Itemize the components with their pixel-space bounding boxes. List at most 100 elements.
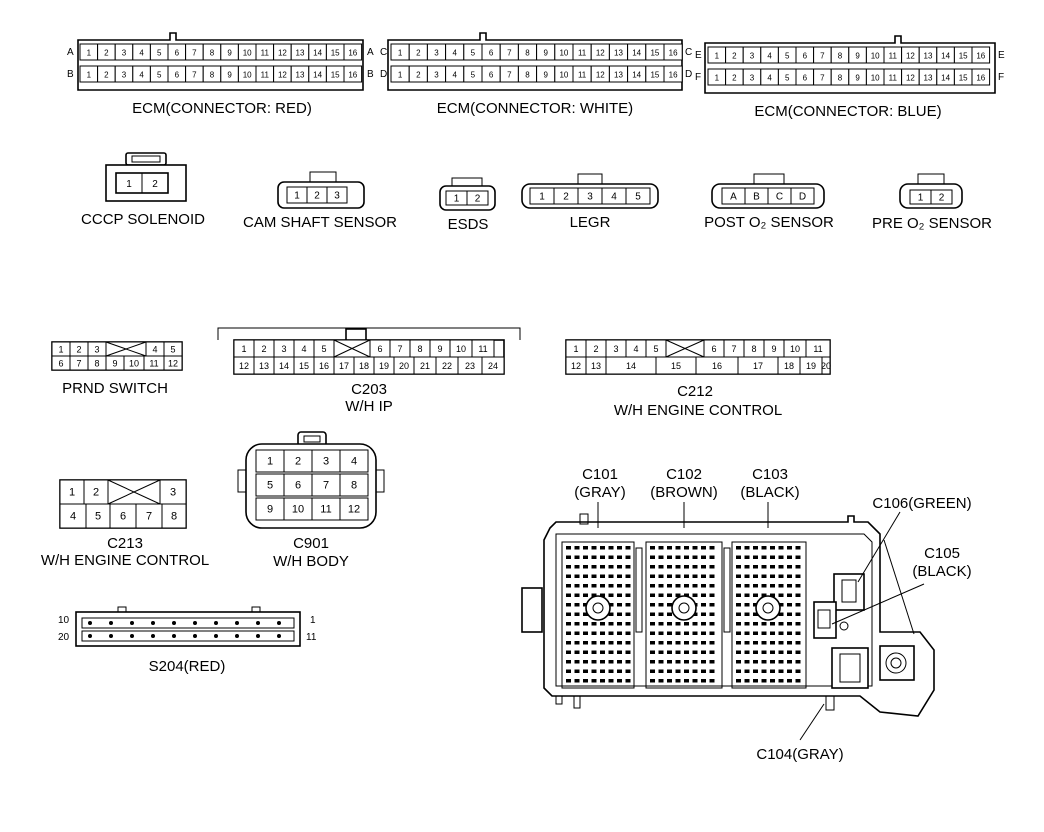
fuse-terminal xyxy=(753,546,758,550)
c203-top-pin: 11 xyxy=(478,344,487,354)
fuse-terminal xyxy=(709,565,715,569)
fuse-terminal xyxy=(795,574,801,578)
c213-bottom-cell xyxy=(85,503,111,529)
c212-bottom-pin: 13 xyxy=(591,361,601,371)
fuse-terminal xyxy=(625,574,631,578)
c901-row1-pin: 7 xyxy=(323,480,329,492)
fuse-terminal xyxy=(744,631,750,635)
ecm_white-row1-pin: 10 xyxy=(559,71,568,80)
fuse-terminal xyxy=(753,650,758,654)
fuse-terminal xyxy=(591,679,597,683)
fuse-terminal xyxy=(658,612,664,616)
fuse-terminal xyxy=(795,546,801,550)
ecm_white-row0-pin: 13 xyxy=(614,49,623,58)
c203-bottom-pin: 12 xyxy=(239,361,249,371)
ecm_red-row0-pin: 16 xyxy=(348,49,357,58)
fuse-terminal xyxy=(650,622,655,626)
c212-top-pin: 3 xyxy=(613,344,618,354)
c213-top-pin: 2 xyxy=(93,487,99,499)
ecm_white-row1-pin: 14 xyxy=(632,71,641,80)
fuse-terminal xyxy=(625,593,631,597)
fuse-terminal xyxy=(787,574,792,578)
ecm_red-row0-pin: 15 xyxy=(331,49,340,58)
fuse-terminal xyxy=(608,650,614,654)
c213-id: C213 xyxy=(107,535,143,552)
fuse-terminal xyxy=(650,603,655,607)
fuse-terminal xyxy=(608,574,614,578)
fuse-terminal xyxy=(625,631,631,635)
ecm_red-row1-pin: 16 xyxy=(348,71,357,80)
fuse-terminal xyxy=(600,584,605,588)
s204-pin-dot xyxy=(151,634,155,638)
cam-pin: 3 xyxy=(334,191,340,202)
fuse-terminal xyxy=(583,679,588,683)
ecm_red-row0-pin: 1 xyxy=(87,49,92,58)
fuse-terminal xyxy=(566,612,571,616)
fuse-terminal xyxy=(608,565,614,569)
fuse-terminal xyxy=(600,593,605,597)
ecm-red-label: ECM(CONNECTOR: RED) xyxy=(132,100,312,117)
c212-bottom-pin: 19 xyxy=(806,361,816,371)
prnd-top-pin: 5 xyxy=(170,345,175,355)
fuse-terminal xyxy=(566,593,571,597)
fuse-terminal xyxy=(778,555,784,559)
fuse-terminal xyxy=(761,584,767,588)
c213-top-cell xyxy=(159,479,187,505)
ecm_red-row0-cell xyxy=(343,43,363,61)
fuse-terminal xyxy=(709,603,715,607)
c901-row0-cell xyxy=(339,449,369,473)
fuse-terminal xyxy=(658,584,664,588)
ecm-red-row-b-right: B xyxy=(367,69,374,80)
s204-pin-dot xyxy=(193,634,197,638)
fuse-terminal xyxy=(617,641,622,645)
fuse-terminal xyxy=(574,555,580,559)
fuse-terminal xyxy=(770,555,775,559)
fuse-terminal xyxy=(650,650,655,654)
fuse-terminal xyxy=(795,641,801,645)
fuse-terminal xyxy=(600,641,605,645)
c212-desc: W/H ENGINE CONTROL xyxy=(614,402,782,419)
c213-top-pin: 1 xyxy=(69,487,75,499)
fuse-terminal xyxy=(650,574,655,578)
fuse-terminal xyxy=(778,546,784,550)
fuse-terminal xyxy=(658,603,664,607)
fuse-terminal xyxy=(701,574,706,578)
fuse-terminal xyxy=(787,679,792,683)
fuse-terminal xyxy=(583,669,588,673)
c203-bottom-cell xyxy=(481,356,505,375)
fuse-terminal xyxy=(625,584,631,588)
fuse-terminal xyxy=(608,669,614,673)
fuse-terminal xyxy=(675,669,681,673)
post-o2-pin: D xyxy=(799,192,806,203)
c212-top-pin: 2 xyxy=(593,344,598,354)
c203-bottom-pin: 21 xyxy=(420,361,430,371)
fuse-terminal xyxy=(795,593,801,597)
c901-row0-pin: 1 xyxy=(267,456,273,468)
fuse-terminal xyxy=(709,669,715,673)
c213-bottom-pin: 7 xyxy=(146,511,152,523)
fuse-terminal xyxy=(608,612,614,616)
c203-top-pin: 9 xyxy=(437,344,442,354)
fuse-terminal xyxy=(795,603,801,607)
fuse-terminal xyxy=(736,660,741,664)
ecm_blue-row1-pin: 2 xyxy=(732,74,737,83)
fuse-terminal xyxy=(684,622,689,626)
fuse-terminal xyxy=(583,612,588,616)
ecm_blue-row1-pin: 5 xyxy=(785,74,790,83)
c212-top-blank-cross xyxy=(665,339,705,358)
ecm_red-row0-pin: 4 xyxy=(139,49,144,58)
ecm_blue-row1-pin: 7 xyxy=(820,74,825,83)
fuse-terminal xyxy=(600,679,605,683)
fuse-terminal xyxy=(583,660,588,664)
fuse-terminal xyxy=(600,660,605,664)
fuse-terminal xyxy=(709,650,715,654)
ecm_white-row0-pin: 7 xyxy=(507,49,512,58)
c203-bottom-pin: 22 xyxy=(442,361,452,371)
c103-color: (BLACK) xyxy=(740,484,799,501)
fuse-terminal xyxy=(701,546,706,550)
fuse-terminal xyxy=(692,584,698,588)
